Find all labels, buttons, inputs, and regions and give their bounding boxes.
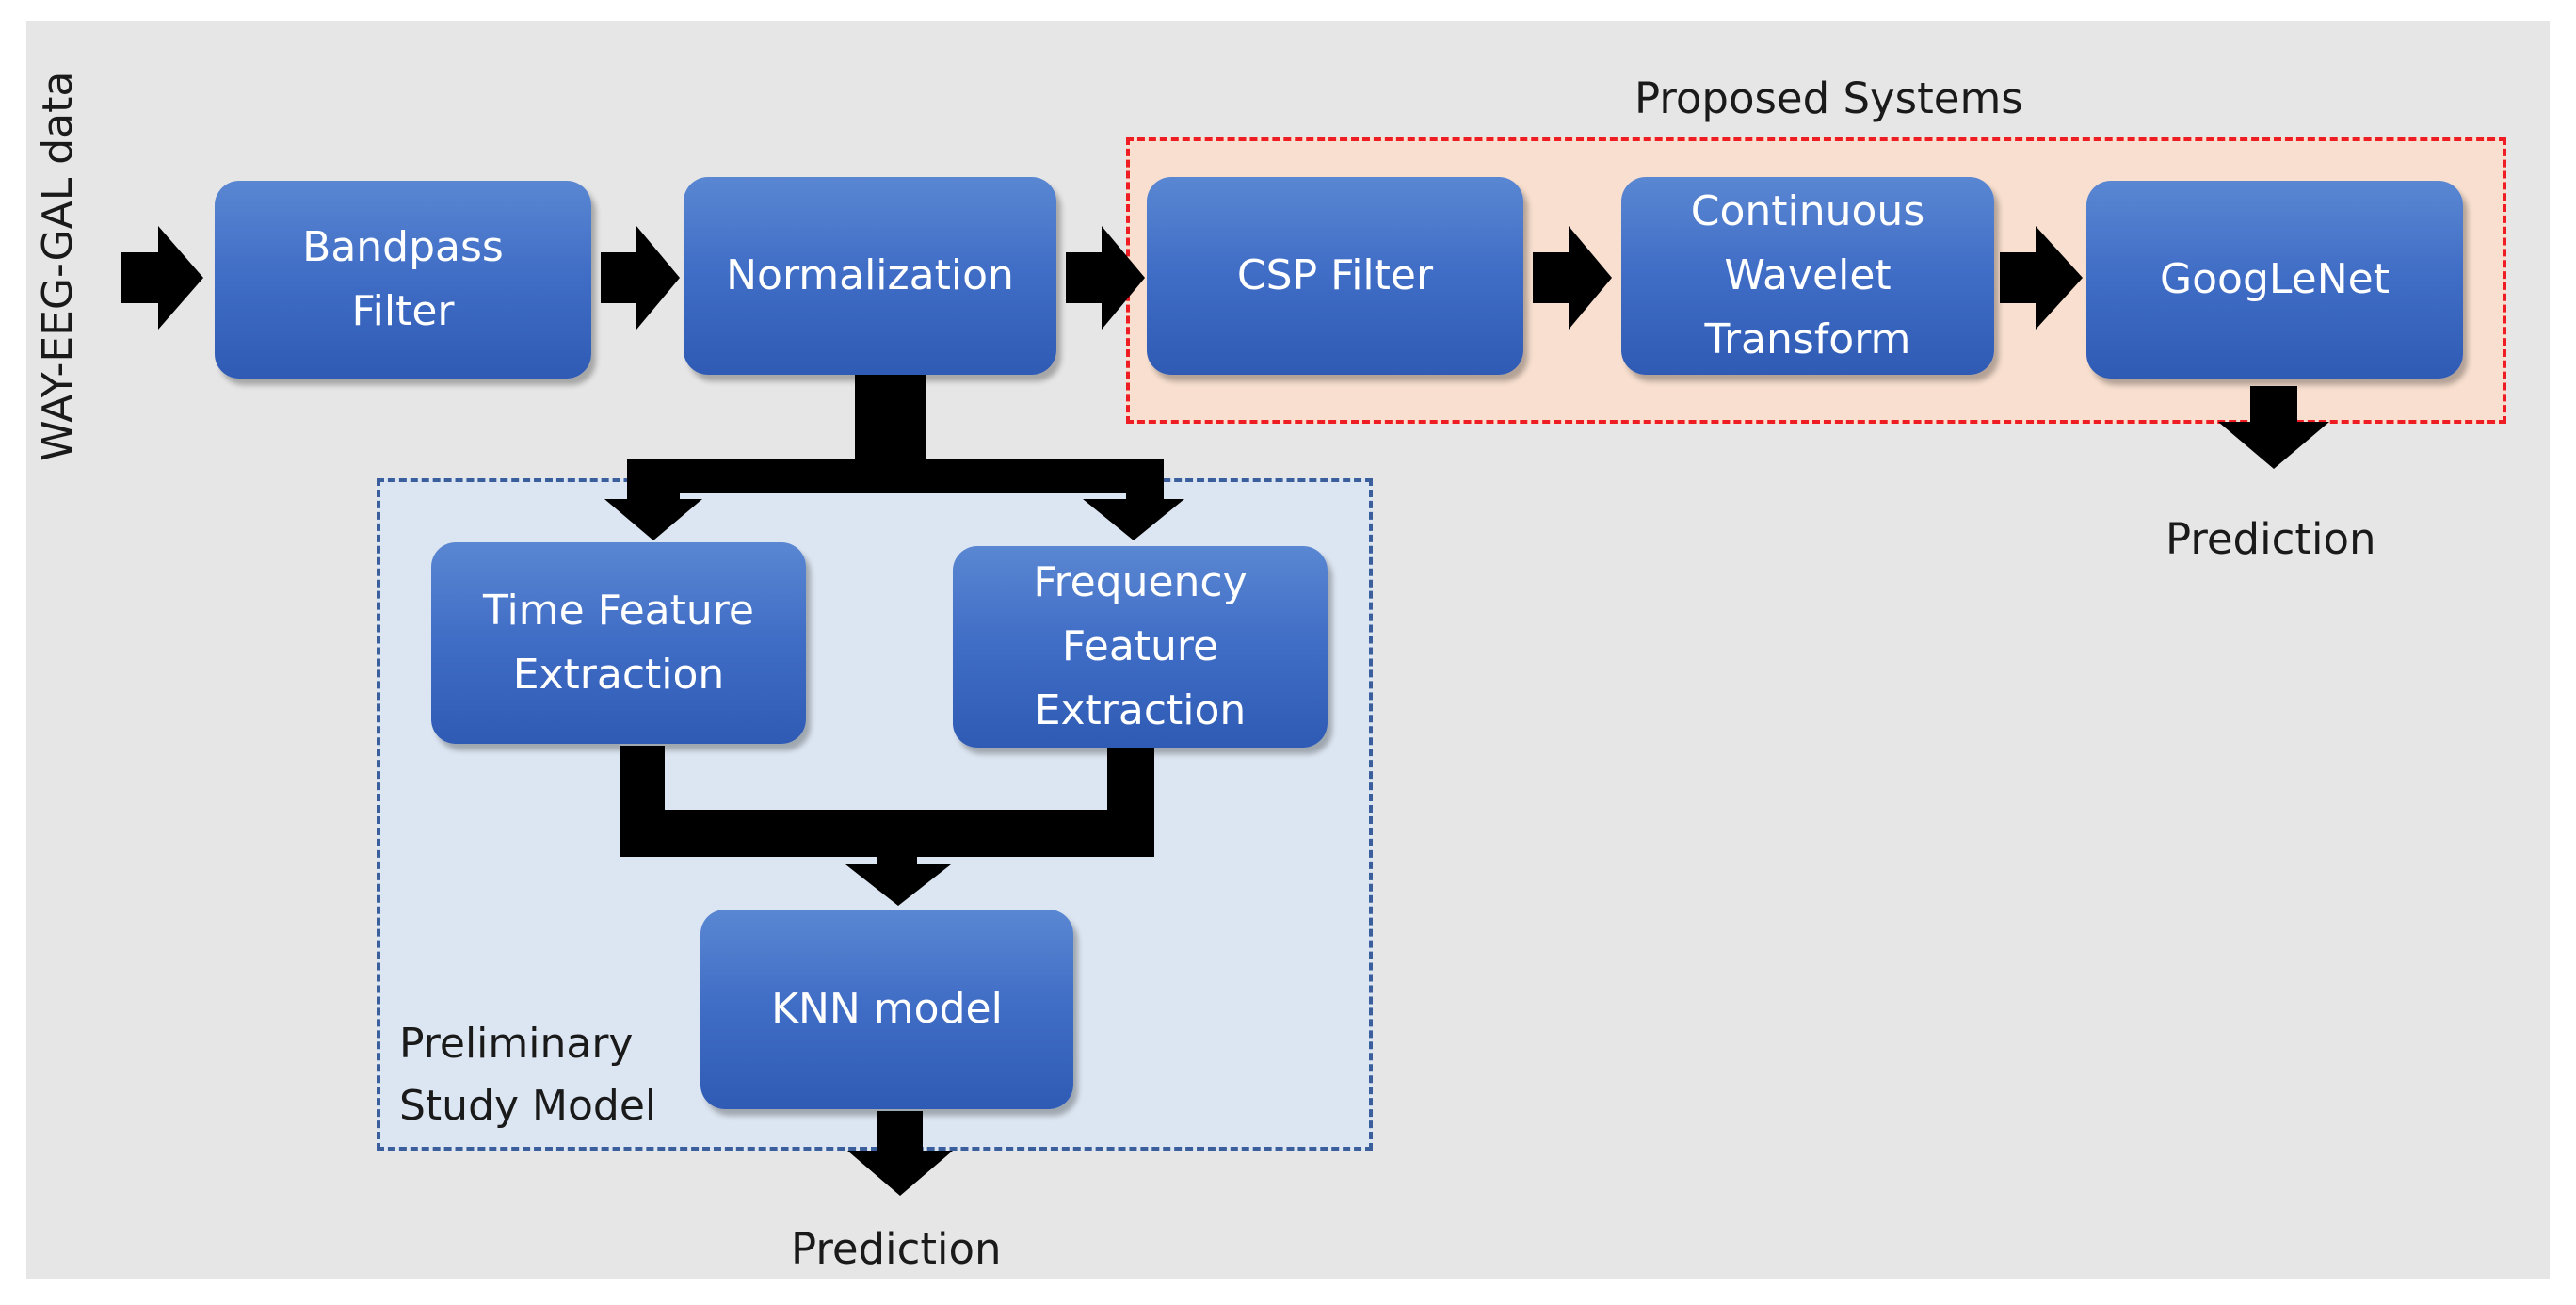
arrow-bandpass-to-normalization: [601, 226, 680, 330]
arrow-knn-to-prediction: [847, 1111, 953, 1196]
knn-model-block: KNN model: [700, 910, 1073, 1109]
arrow-normalization-split: [604, 375, 1184, 540]
preliminary-study-model-label: Preliminary Study Model: [399, 1020, 657, 1130]
arrow-csp-to-cwt: [1533, 226, 1612, 330]
googlenet-block: GoogLeNet: [2086, 181, 2463, 379]
arrow-features-merge: [620, 746, 1154, 906]
time-feature-extraction-block: Time Feature Extraction: [431, 542, 806, 744]
googlenet-prediction-label: Prediction: [2165, 514, 2376, 564]
arrow-input-to-bandpass: [121, 226, 203, 330]
normalization-block: Normalization: [684, 177, 1056, 375]
frequency-feature-extraction-block: Frequency Feature Extraction: [953, 546, 1328, 748]
input-data-label: WAY-EEG-GAL data: [34, 71, 82, 461]
knn-prediction-label: Prediction: [791, 1224, 1002, 1274]
arrow-googlenet-to-prediction: [2218, 386, 2329, 469]
csp-filter-block: CSP Filter: [1147, 177, 1523, 375]
arrow-cwt-to-googlenet: [2000, 226, 2083, 330]
continuous-wavelet-transform-block: Continuous Wavelet Transform: [1621, 177, 1994, 375]
arrow-normalization-to-csp: [1066, 226, 1145, 330]
bandpass-filter-block: Bandpass Filter: [215, 181, 591, 379]
proposed-systems-label: Proposed Systems: [1634, 73, 2023, 123]
